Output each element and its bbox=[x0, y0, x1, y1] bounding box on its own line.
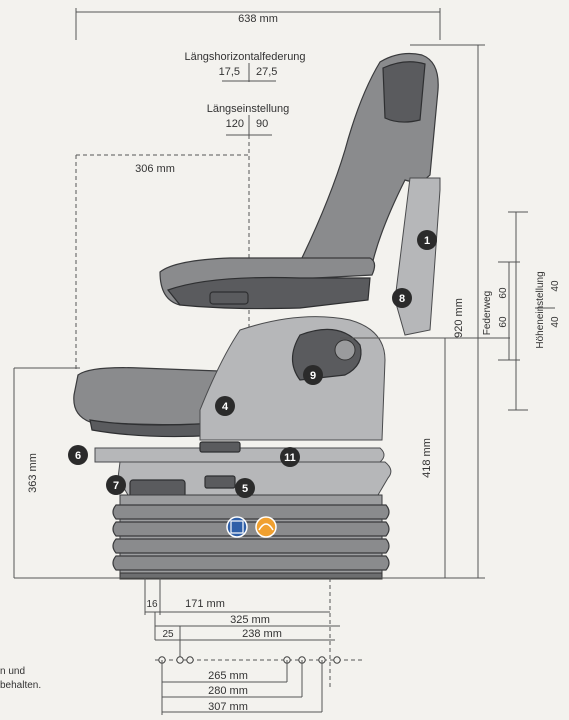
dimension-laengseinstellung: Längseinstellung 120 90 bbox=[207, 103, 290, 136]
label-laengseinstellung-title: Längseinstellung bbox=[207, 103, 290, 115]
label-federweg-bottom: 60 bbox=[498, 316, 509, 328]
label-laengshorizontal-left: 17,5 bbox=[219, 66, 240, 78]
label-seat-depth: 306 mm bbox=[135, 163, 175, 175]
mounting-holes bbox=[155, 656, 365, 664]
dimension-rails: 325 mm 25 238 mm bbox=[154, 612, 340, 660]
callout-4: 4 bbox=[215, 396, 235, 416]
bellows bbox=[112, 494, 390, 580]
label-laengseinstellung-right: 90 bbox=[256, 118, 268, 130]
label-seat-height-right: 418 mm bbox=[421, 438, 433, 478]
callout-11-label: 11 bbox=[284, 452, 296, 464]
dimension-base: 16 171 mm bbox=[144, 578, 331, 690]
dimension-mounting: 265 mm 280 mm 307 mm bbox=[161, 660, 323, 715]
callout-11: 11 bbox=[280, 447, 300, 467]
label-rail-width-outer: 325 mm bbox=[230, 614, 270, 626]
dimension-total-height: 920 mm bbox=[130, 44, 485, 579]
air-suspension-badge-icon bbox=[226, 516, 248, 538]
label-laengshorizontal-title: Längshorizontalfederung bbox=[184, 51, 305, 63]
callout-1-label: 1 bbox=[424, 235, 430, 247]
label-hoeheneinstellung-bottom: 40 bbox=[550, 316, 561, 328]
label-hoeheneinstellung-title: Höheneinstellung bbox=[535, 271, 546, 348]
callout-6-label: 6 bbox=[75, 450, 81, 462]
dimension-total-width: 638 mm bbox=[75, 8, 441, 40]
seat-illustration bbox=[73, 52, 441, 580]
footnote-line-1: n und bbox=[0, 666, 25, 677]
label-rail-offset: 25 bbox=[162, 629, 174, 640]
label-hoeheneinstellung-top: 40 bbox=[550, 280, 561, 292]
dimension-seat-height-right: 418 mm bbox=[340, 337, 510, 578]
label-total-height: 920 mm bbox=[453, 298, 465, 338]
label-base-width: 171 mm bbox=[185, 598, 225, 610]
callout-7: 7 bbox=[106, 475, 126, 495]
callout-8-label: 8 bbox=[399, 293, 405, 305]
dimension-laengshorizontal: Längshorizontalfederung 17,5 27,5 bbox=[184, 51, 306, 82]
callout-9-label: 9 bbox=[310, 370, 316, 382]
dimension-seat-height-left: 363 mm bbox=[13, 367, 130, 579]
callout-6: 6 bbox=[68, 445, 88, 465]
callout-5: 5 bbox=[235, 478, 255, 498]
label-seat-height-left: 363 mm bbox=[27, 453, 39, 493]
footnote-line-2: behalten. bbox=[0, 680, 41, 691]
label-base-offset: 16 bbox=[146, 599, 158, 610]
callout-9: 9 bbox=[303, 365, 323, 385]
label-federweg-top: 60 bbox=[498, 287, 509, 299]
callout-7-label: 7 bbox=[113, 480, 119, 492]
label-laengseinstellung-left: 120 bbox=[226, 118, 244, 130]
dimension-seat-depth: 306 mm bbox=[75, 135, 250, 370]
label-mount-307: 307 mm bbox=[208, 701, 248, 713]
label-rail-width-inner: 238 mm bbox=[242, 628, 282, 640]
callout-8: 8 bbox=[392, 288, 412, 308]
callout-1: 1 bbox=[417, 230, 437, 250]
dimension-federweg: Federweg 60 60 bbox=[482, 261, 520, 361]
label-total-width: 638 mm bbox=[238, 13, 278, 25]
label-mount-265: 265 mm bbox=[208, 670, 248, 682]
label-mount-280: 280 mm bbox=[208, 685, 248, 697]
label-laengshorizontal-right: 27,5 bbox=[256, 66, 277, 78]
callout-4-label: 4 bbox=[222, 401, 229, 413]
callout-5-label: 5 bbox=[242, 483, 248, 495]
label-federweg-title: Federweg bbox=[482, 291, 493, 335]
comfort-badge-icon bbox=[255, 516, 277, 538]
dimension-hoeheneinstellung: Höheneinstellung 40 40 bbox=[508, 211, 561, 411]
